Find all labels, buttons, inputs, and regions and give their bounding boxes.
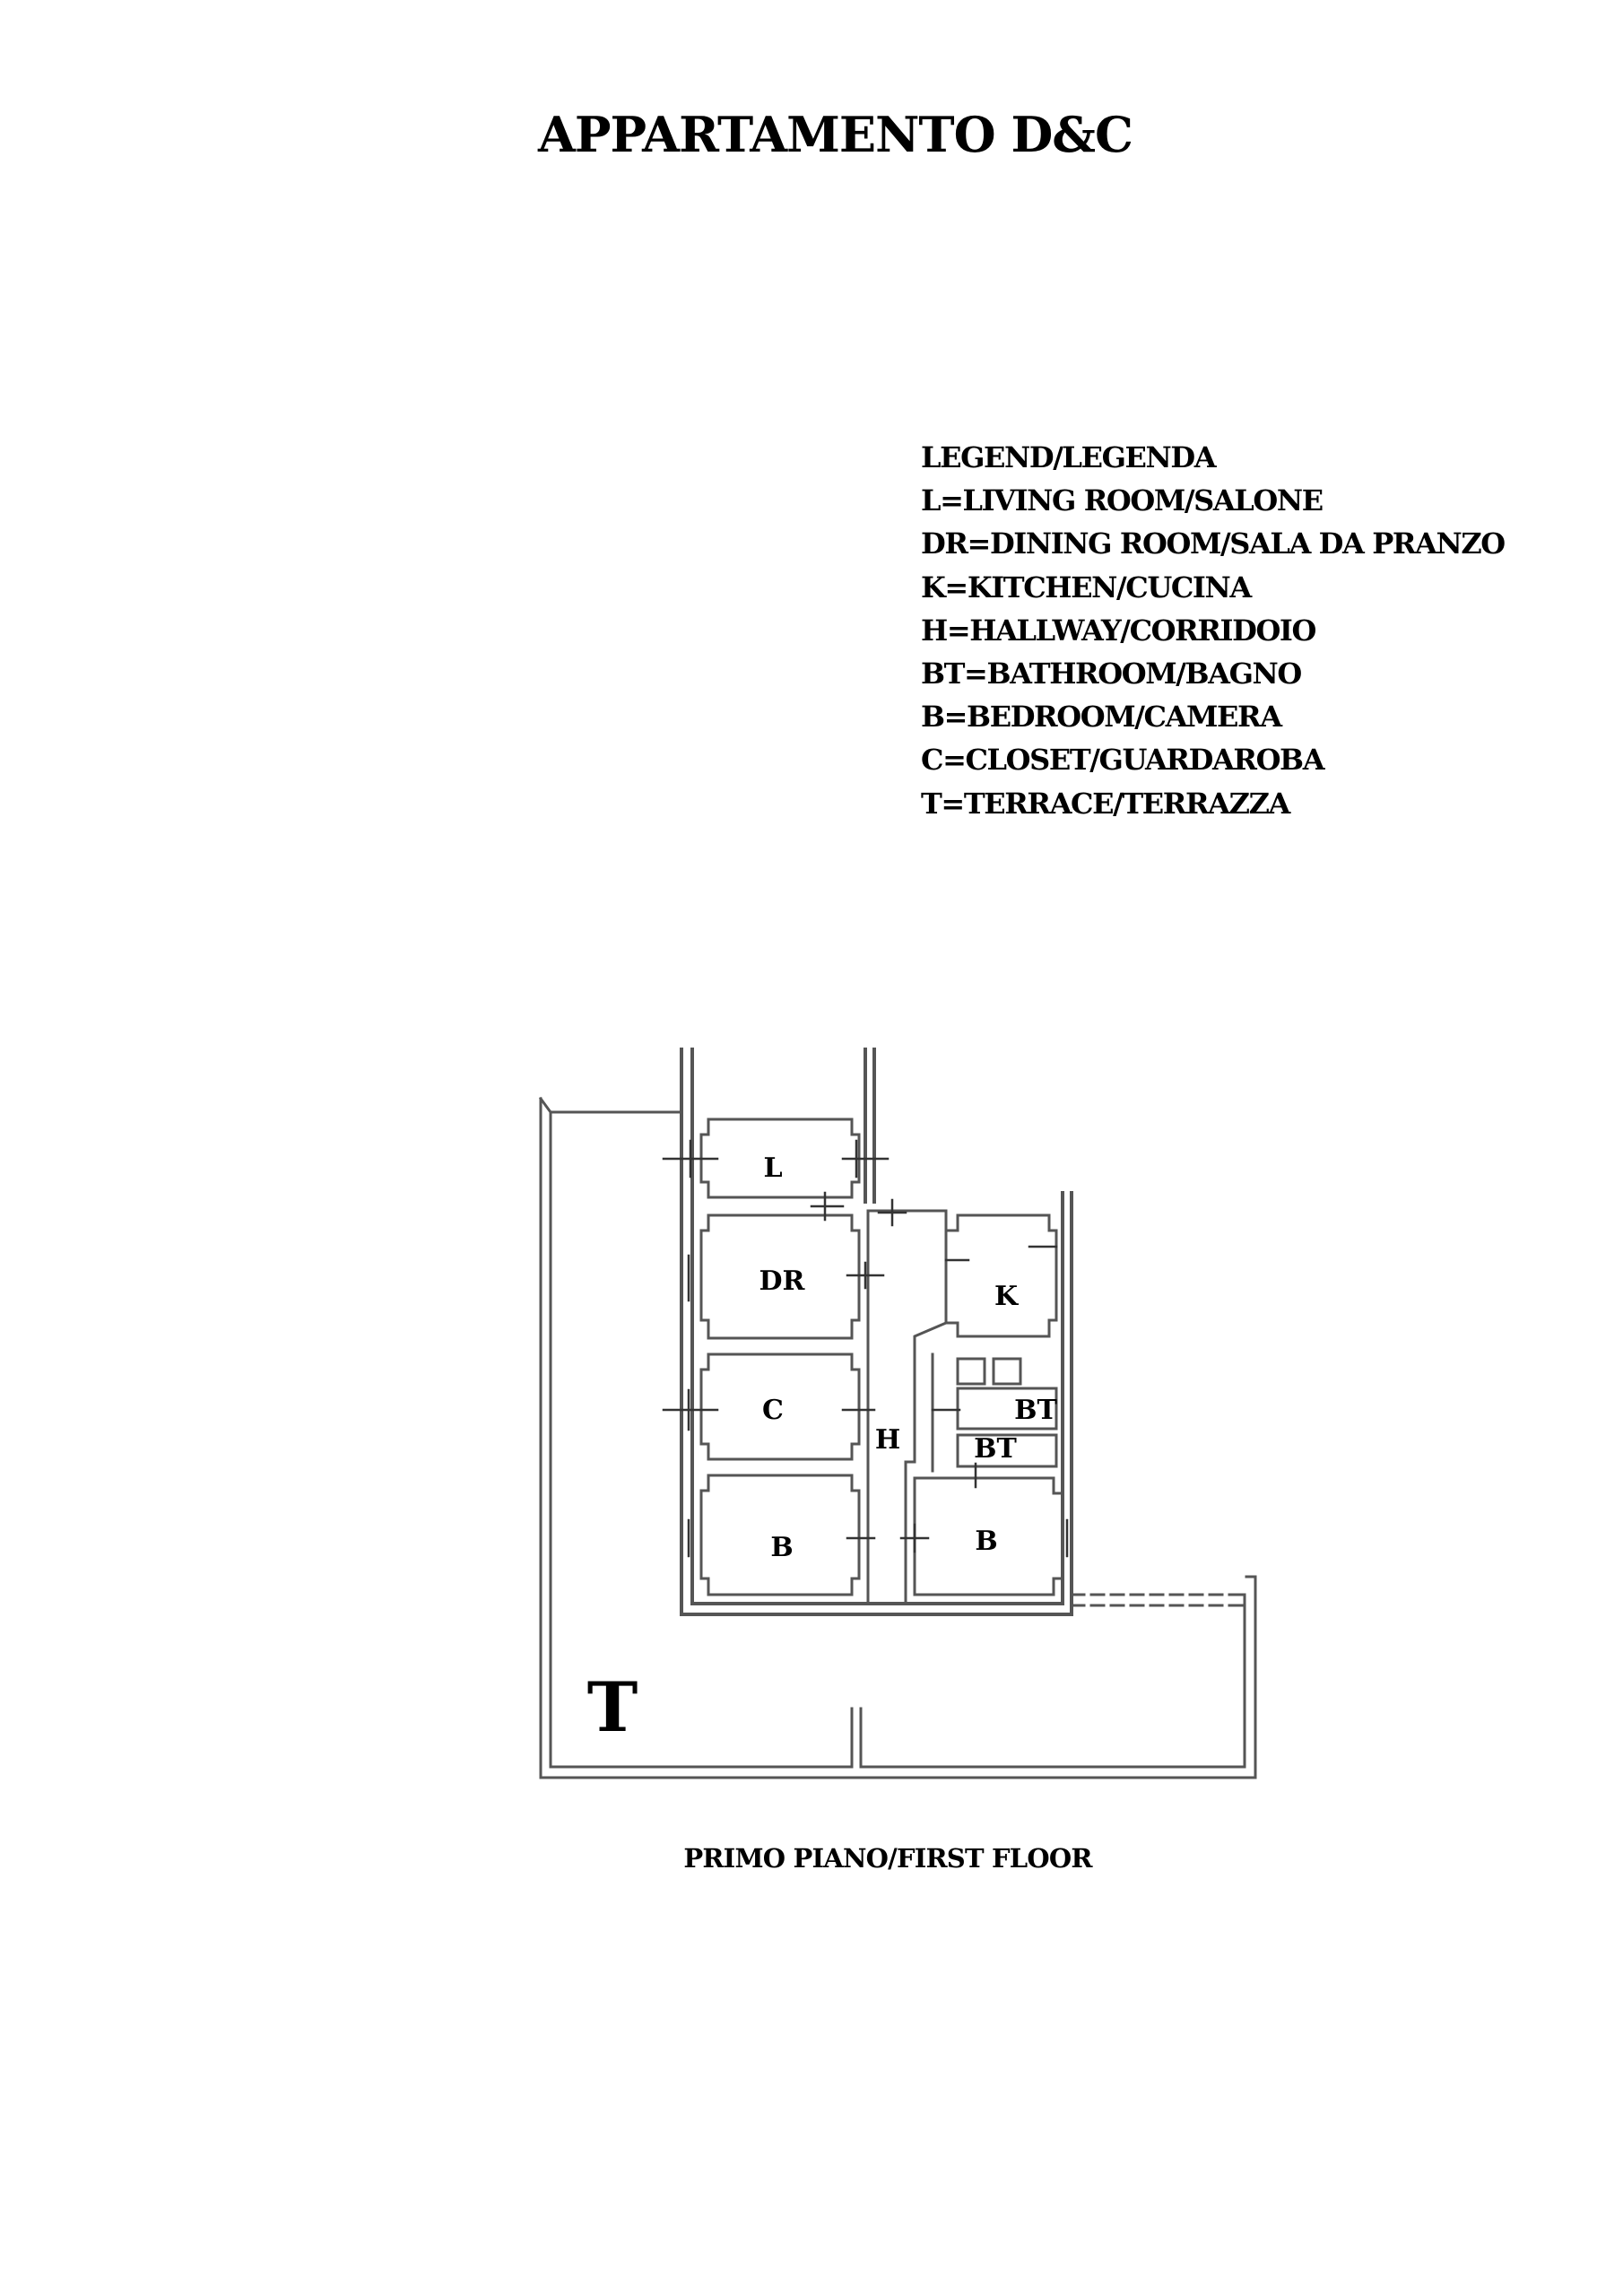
room-dining [699,1213,861,1340]
room-label-bedroom-1: B [770,1532,793,1563]
legend-heading: LEGEND/LEGENDA [921,440,1217,474]
room-bathroom-1 [956,1387,1058,1431]
room-kitchen [944,1213,1058,1338]
building-outer-wall [680,1048,1073,1616]
floor-caption: PRIMO PIANO/FIRST FLOOR [683,1843,1092,1874]
room-bathroom-2 [956,1433,1058,1468]
legend-item-bathroom: BT=BATHROOM/BAGNO [921,656,1302,691]
room-bedroom-2 [913,1476,1064,1596]
terrace-south-inner [859,1593,1246,1769]
room-label-kitchen: K [994,1281,1019,1312]
room-label-closet: C [762,1395,784,1426]
legend-item-bedroom: B=BEDROOM/CAMERA [921,700,1282,735]
room-hallway [866,1209,948,1603]
legend-item-living-room: L=LIVING ROOM/SALONE [921,483,1324,518]
room-closet [699,1352,861,1461]
legend-item-terrace: T=TERRACE/TERRAZZA [921,786,1290,821]
legend-item-closet: C=CLOSET/GUARDAROBA [921,743,1325,778]
page-title: APPARTAMENTO D&C [538,106,1133,163]
rooms [699,1118,1064,1603]
terrace-west-wall-inner [549,1110,854,1769]
terrace-top-left [538,1096,553,1115]
legend-item-dining-room: DR=DINING ROOM/SALA DA PRANZO [921,526,1506,561]
bathroom-shaft-1 [956,1357,986,1386]
building-inner-wall [690,1048,1064,1605]
room-label-living: L [763,1152,782,1184]
room-label-bedroom-2: B [975,1526,997,1557]
floor-plan-drawing: L DR K C H BT BT B B T [538,1048,1257,1779]
legend: LEGEND/LEGENDA L=LIVING ROOM/SALONE DR=D… [921,436,1506,825]
room-label-dining: DR [759,1265,806,1297]
floor-plan: L DR K C H BT BT B B T [520,1040,1273,1803]
legend-item-hallway: H=HALLWAY/CORRIDOIO [921,613,1316,648]
legend-item-kitchen: K=KITCHEN/CUCINA [921,570,1252,604]
room-label-bathroom-2: BT [974,1433,1017,1465]
room-living [699,1118,861,1199]
room-label-hallway: H [875,1424,900,1456]
room-label-terrace: T [587,1667,638,1747]
bathroom-shaft-2 [992,1357,1022,1386]
room-label-bathroom-1: BT [1014,1395,1057,1426]
terrace-west-wall [539,1097,1257,1779]
terrace-east-step [1245,1575,1257,1585]
room-bedroom-1 [699,1474,861,1596]
openings [662,1139,1069,1558]
building-walls [680,1048,1073,1616]
